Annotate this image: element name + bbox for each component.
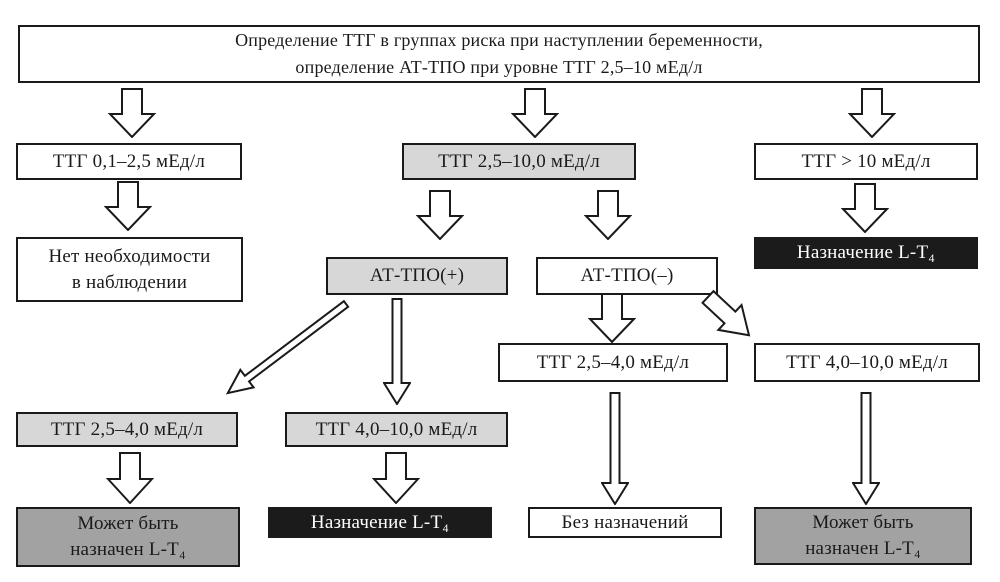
node-label: ТТГ 4,0–10,0 мЕд/л	[315, 418, 478, 440]
node-maybe-lt4-left: Может быть назначен L-T₄	[16, 507, 240, 567]
node-root: Определение ТТГ в группах риска при наст…	[18, 25, 980, 83]
down-arrow-icon	[104, 181, 152, 231]
down-arrow-icon	[588, 293, 636, 343]
node-tsh-40-100-mid: ТТГ 4,0–10,0 мЕд/л	[285, 412, 508, 447]
long-down-arrow-icon	[852, 392, 880, 505]
node-label: Без назначений	[561, 511, 689, 533]
long-down-arrow-icon	[383, 298, 411, 405]
down-arrow-icon	[584, 190, 632, 240]
diagonal-arrow-icon	[208, 296, 358, 408]
long-down-arrow-icon	[601, 392, 629, 505]
node-label: Нет необходимости в наблюдении	[48, 245, 211, 293]
node-tsh-40-100-right: ТТГ 4,0–10,0 мЕд/л	[754, 343, 980, 382]
node-label: Определение ТТГ в группах риска при наст…	[235, 30, 763, 77]
node-label: ТТГ 4,0–10,0 мЕд/л	[786, 351, 948, 373]
node-tsh-25-40-mid: ТТГ 2,5–4,0 мЕд/л	[498, 343, 728, 382]
node-prescribe-lt4-top: Назначение L-T₄	[754, 237, 978, 269]
node-tpo-negative: АТ-ТПО(–)	[536, 257, 718, 295]
node-prescribe-lt4-bottom: Назначение L-T₄	[268, 507, 492, 538]
node-label: Может быть назначен L-T₄	[805, 512, 921, 559]
node-tsh-25-40-left: ТТГ 2,5–4,0 мЕд/л	[16, 412, 238, 447]
node-label: Может быть назначен L-T₄	[70, 513, 186, 560]
node-tsh-01-25: ТТГ 0,1–2,5 мЕд/л	[16, 143, 242, 180]
down-arrow-icon	[372, 452, 420, 504]
down-arrow-icon	[416, 190, 464, 240]
node-label: АТ-ТПО(–)	[580, 265, 674, 287]
node-label: ТТГ 2,5–4,0 мЕд/л	[536, 351, 690, 373]
node-tsh-25-100: ТТГ 2,5–10,0 мЕд/л	[402, 143, 636, 180]
node-label: Назначение L-T₄	[310, 511, 450, 533]
down-arrow-icon	[511, 88, 559, 138]
node-tpo-positive: АТ-ТПО(+)	[326, 257, 508, 295]
node-label: ТТГ 2,5–4,0 мЕд/л	[50, 418, 204, 440]
down-arrow-icon	[841, 183, 889, 233]
node-label: АТ-ТПО(+)	[369, 265, 465, 287]
node-label: ТТГ > 10 мЕд/л	[801, 150, 931, 172]
node-label: ТТГ 0,1–2,5 мЕд/л	[52, 150, 206, 172]
diagonal-block-arrow-icon	[700, 287, 772, 349]
node-tsh-gt-10: ТТГ > 10 мЕд/л	[754, 143, 978, 180]
down-arrow-icon	[108, 88, 156, 138]
node-no-observation: Нет необходимости в наблюдении	[16, 237, 243, 302]
node-maybe-lt4-right: Может быть назначен L-T₄	[754, 507, 972, 565]
node-no-prescription: Без назначений	[528, 507, 722, 538]
down-arrow-icon	[106, 452, 154, 504]
down-arrow-icon	[848, 88, 896, 138]
node-label: ТТГ 2,5–10,0 мЕд/л	[438, 150, 600, 172]
node-label: Назначение L-T₄	[796, 242, 936, 264]
